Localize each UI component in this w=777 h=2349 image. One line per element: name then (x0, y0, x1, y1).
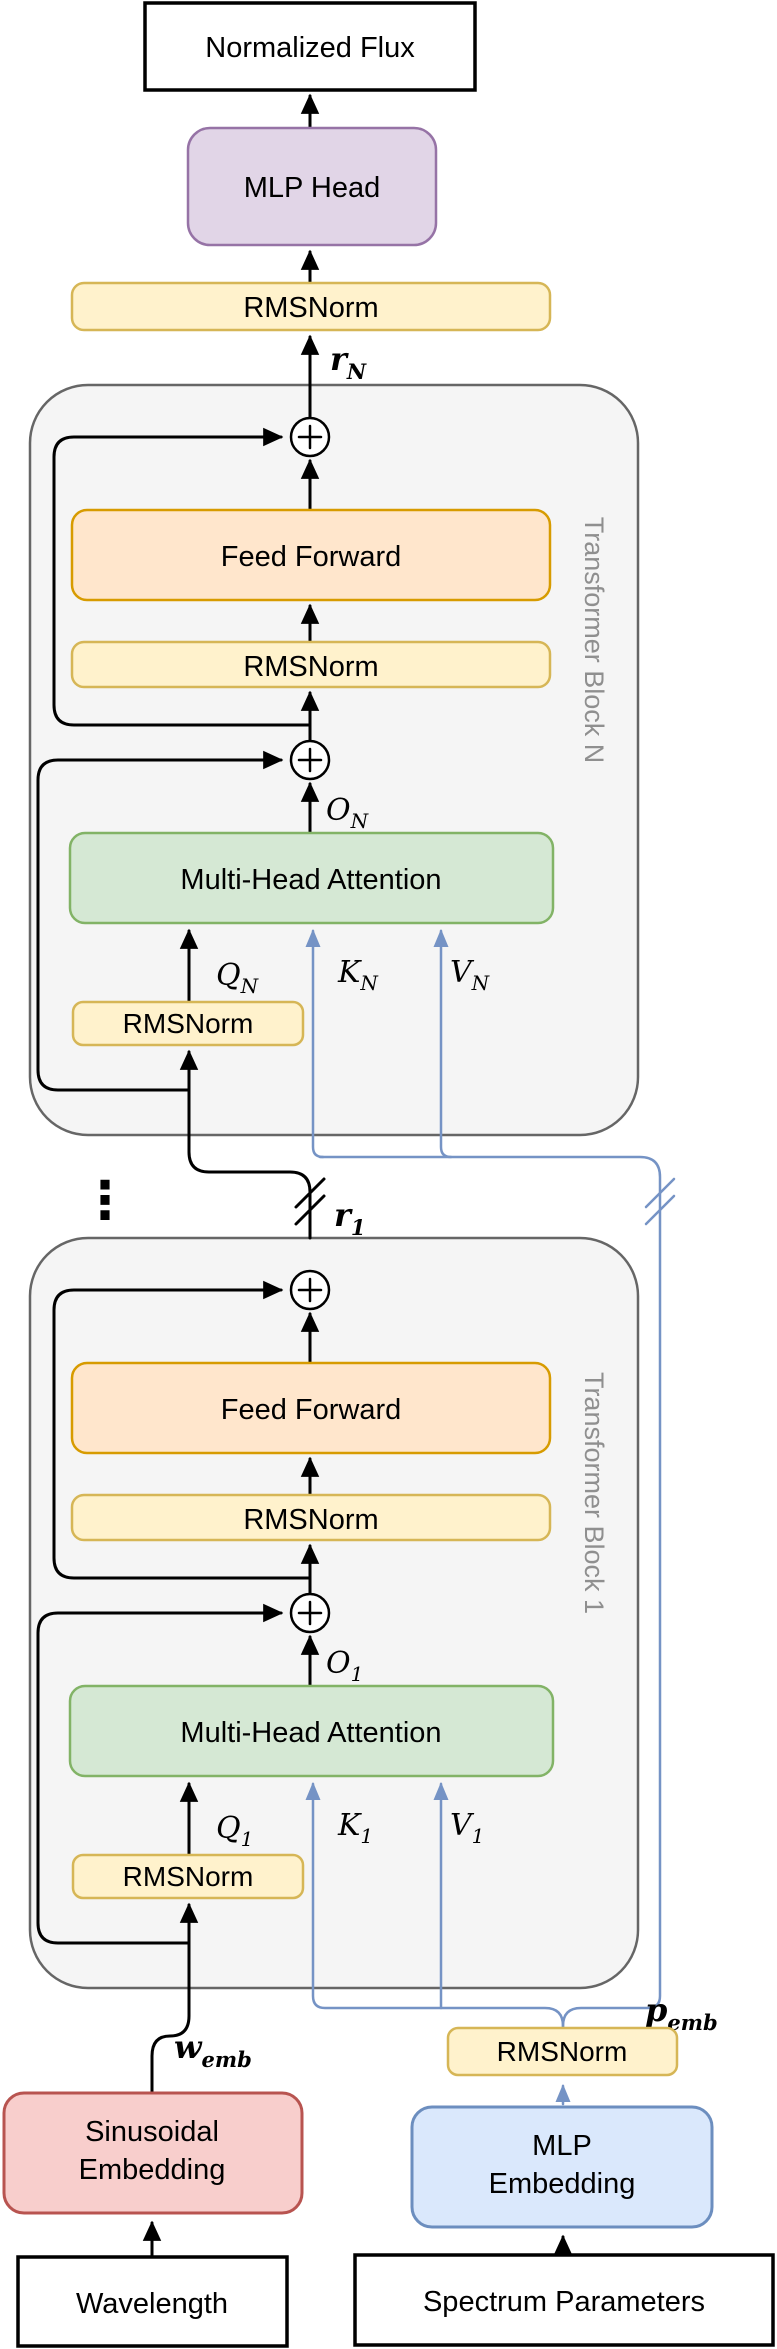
mlp-head-box (186, 126, 438, 247)
block-1-multi-head-attention-box (68, 1684, 555, 1778)
r1-connector-line (187, 1086, 312, 1240)
block-1-k-label: K1 (337, 1808, 373, 1848)
block-1-ff-residual-skip (52, 1280, 312, 1580)
kv-long-riser-line (318, 1155, 662, 2030)
rmsnorm-final-label: RMSNorm (243, 292, 378, 324)
block-1-k-line (305, 1781, 565, 2030)
block-n-rmsnorm-pre-attn-box (71, 1000, 305, 1047)
block-1-rmsnorm-pre-attn-box (71, 1853, 305, 1900)
p-emb-label: pemb (645, 1991, 718, 2035)
repeat-blocks-ellipsis: ⋮ (79, 1171, 131, 1231)
r1-break-slash-1 (294, 1177, 326, 1209)
block-1-rmsnorm-pre-ff-box (70, 1493, 552, 1542)
block-n-rmsnorm-pre-attn-label: RMSNorm (123, 1008, 254, 1039)
block-n-rmsnorm-pre-ff-label: RMSNorm (243, 651, 378, 683)
w-emb-line (150, 1902, 199, 2095)
block-1-rmsnorm-pre-ff-label: RMSNorm (243, 1504, 378, 1536)
block-n-k-label: KN (337, 955, 379, 995)
block-n-v-label: VN (450, 955, 491, 995)
block-n-multi-head-attention-label: Multi-Head Attention (180, 864, 441, 896)
block-1-feed-forward-label: Feed Forward (221, 1394, 402, 1426)
block-n-add-ff-plus-icon (297, 424, 323, 450)
mlp-head-label: MLP Head (244, 172, 381, 204)
block-n-feed-forward-box (70, 508, 552, 602)
block-n-attn-residual-skip (36, 750, 284, 1092)
sinusoidal-embedding-label-line1: Sinusoidal (85, 2116, 219, 2148)
rmsnorm-final-box (70, 281, 552, 332)
mlp-embedding-label-line2: Embedding (489, 2168, 636, 2200)
wavelength-label: Wavelength (76, 2288, 228, 2320)
wavelength-box (16, 2255, 289, 2348)
mlp-embedding-box (410, 2105, 714, 2229)
kv-riser-break-slash-2 (644, 1194, 676, 1226)
spectrum-parameters-box (353, 2253, 775, 2347)
sinusoidal-embedding-label-line2: Embedding (79, 2154, 226, 2186)
block-1-feed-forward-box (70, 1361, 552, 1455)
r-1-label: r1 (334, 1196, 365, 1240)
normalized-flux-label: Normalized Flux (205, 32, 415, 64)
block-n-multi-head-attention-box (68, 831, 555, 925)
rmsnorm-params-label: RMSNorm (497, 2036, 628, 2067)
block-1-attn-residual-skip (36, 1603, 284, 1945)
mlp-embedding-label-line1: MLP (532, 2130, 592, 2162)
block-n-feed-forward-label: Feed Forward (221, 541, 402, 573)
kv-riser-break-slash-1 (644, 1177, 676, 1209)
sinusoidal-embedding-box (2, 2091, 304, 2215)
r1-break-slash-2 (294, 1194, 326, 1226)
spectrum-parameters-label: Spectrum Parameters (423, 2286, 705, 2318)
block-1-add-attn-plus-icon (297, 1600, 323, 1626)
block-n-o-label: ON (326, 793, 370, 833)
block-1-o-label: O1 (326, 1646, 363, 1686)
block-n-add-attn-plus-icon (297, 747, 323, 773)
normalized-flux-box (143, 1, 477, 92)
block-1-v-label: V1 (450, 1808, 484, 1848)
block-n-ff-residual-skip (52, 427, 312, 727)
rmsnorm-params-box (446, 2026, 679, 2077)
block-1-q-label: Q1 (216, 1811, 253, 1851)
r-n-label: rN (330, 340, 367, 384)
transformer-block-1-title: Transformer Block 1 (579, 1372, 609, 1614)
block-1-multi-head-attention-label: Multi-Head Attention (180, 1717, 441, 1749)
w-emb-label: wemb (174, 2028, 252, 2072)
block-n-rmsnorm-pre-ff-box (70, 640, 552, 689)
transformer-block-n-title: Transformer Block N (579, 517, 609, 764)
block-1-rmsnorm-pre-attn-label: RMSNorm (123, 1861, 254, 1892)
block-1-add-ff-plus-icon (297, 1277, 323, 1303)
block-n-q-label: QN (216, 958, 260, 998)
